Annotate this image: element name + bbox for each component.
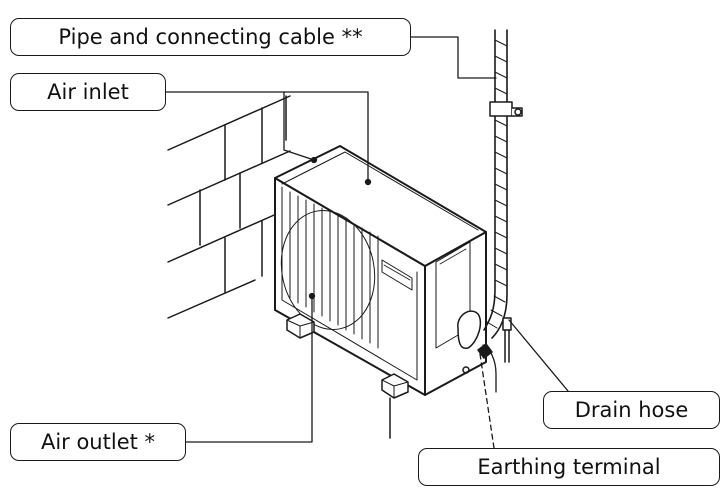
leader-air-inlet xyxy=(165,91,315,161)
fan-grille xyxy=(289,191,379,349)
label-air-outlet-text: Air outlet * xyxy=(40,430,156,454)
pipe-bundle xyxy=(477,29,523,393)
outdoor-unit xyxy=(274,145,487,439)
label-drain-hose: Drain hose xyxy=(543,391,720,429)
leader-lines xyxy=(165,36,569,449)
label-drain-hose-text: Drain hose xyxy=(574,398,689,422)
leader-drain-hose xyxy=(508,319,569,392)
leader-pipe xyxy=(410,36,497,79)
leader-air-inlet-2 xyxy=(283,91,369,183)
leader-earthing xyxy=(479,353,495,449)
fan-circle xyxy=(280,210,376,330)
leader-air-outlet xyxy=(185,295,313,443)
unit-top-panel xyxy=(274,145,487,267)
label-earthing-terminal: Earthing terminal xyxy=(418,448,720,486)
label-air-inlet: Air inlet xyxy=(10,73,166,111)
label-pipe-and-cable: Pipe and connecting cable ** xyxy=(10,18,411,56)
label-air-outlet: Air outlet * xyxy=(10,423,186,461)
label-air-inlet-text: Air inlet xyxy=(47,80,129,104)
brick-wall xyxy=(167,95,291,319)
label-pipe-and-cable-text: Pipe and connecting cable ** xyxy=(58,25,363,49)
label-earthing-terminal-text: Earthing terminal xyxy=(477,455,661,479)
